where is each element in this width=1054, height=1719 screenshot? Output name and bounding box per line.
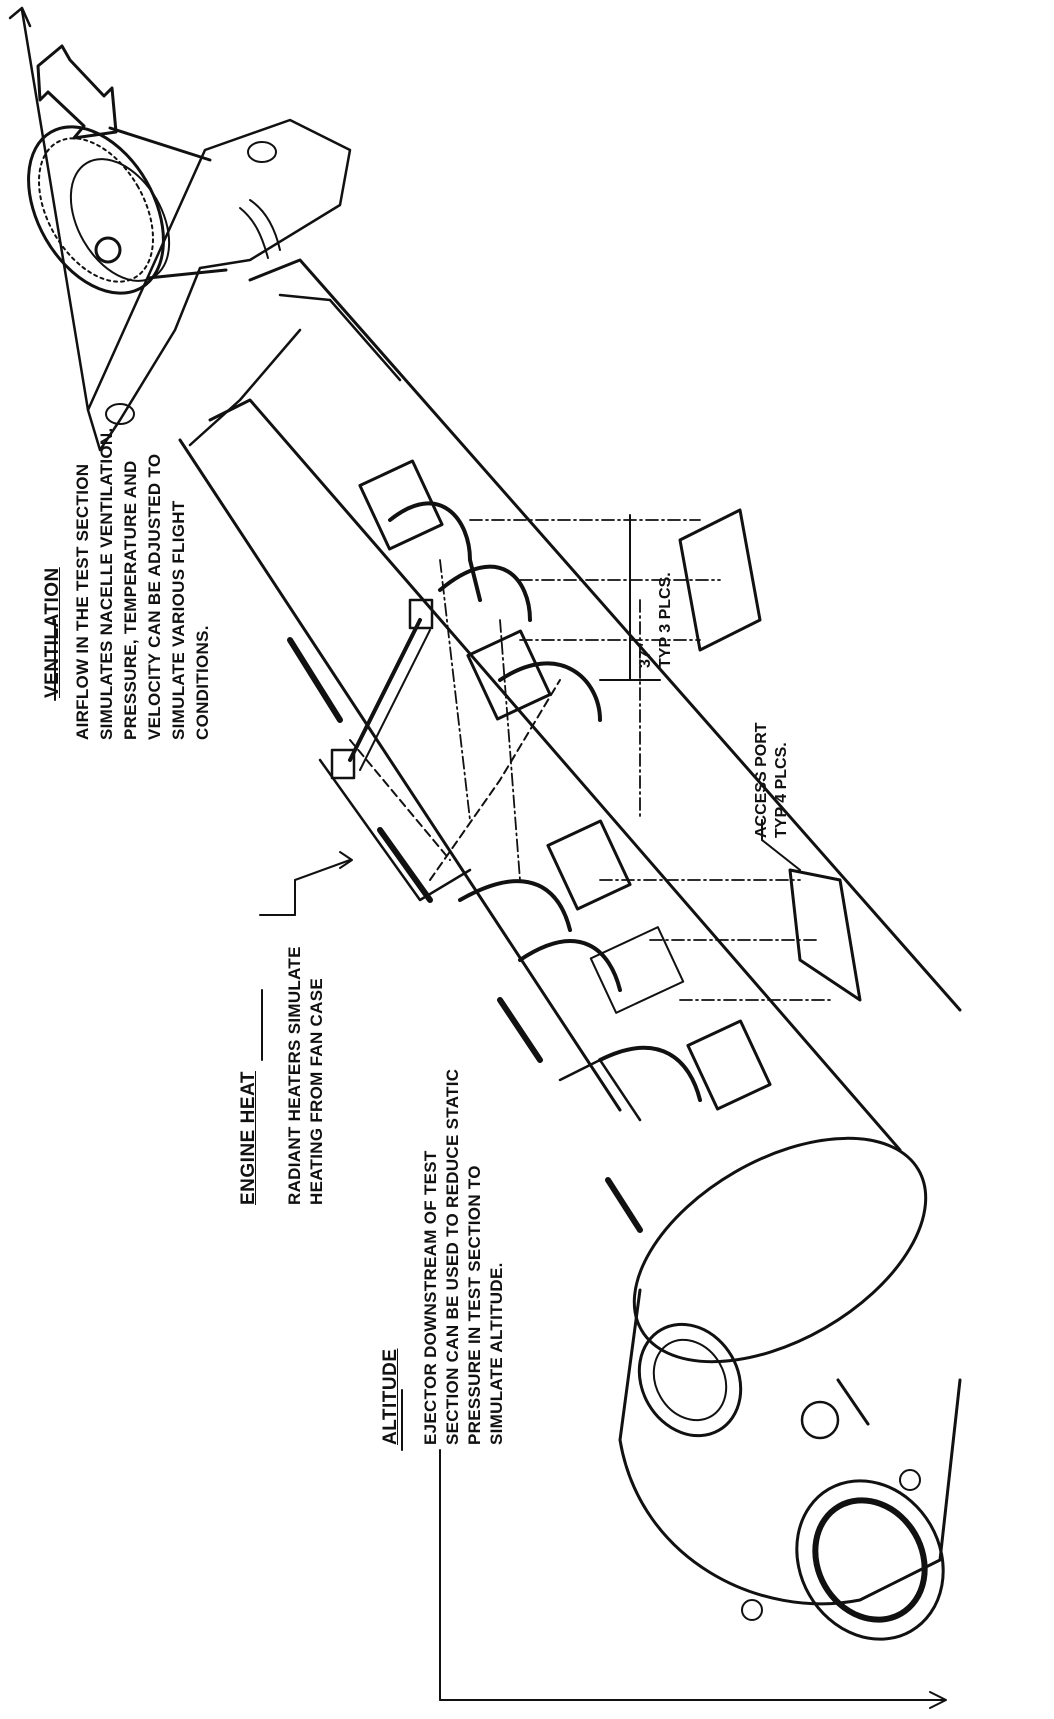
dimension-leader [599,514,661,681]
test-section-duct [178,258,962,1233]
ventilation-line-4: VELOCITY CAN BE ADJUSTED TO [145,453,164,740]
dimension-note: TYP 3 PLCS. [657,572,674,668]
engine-heat-line-2: HEATING FROM FAN CASE [307,978,326,1205]
radiant-heater-assembly [318,598,561,902]
ejector-plenum [618,1136,962,1641]
airflow-direction-line [8,6,90,412]
altitude-line-2: SECTION CAN BE USED TO REDUCE STATIC [443,1068,462,1445]
ventilation-line-2: SIMULATES NACELLE VENTILATION. [97,427,116,740]
altitude-line-1: EJECTOR DOWNSTREAM OF TEST [421,1150,440,1445]
altitude-heading: ALTITUDE [380,1348,401,1445]
ventilation-heading: VENTILATION [42,567,63,698]
engine-heat-line-1: RADIANT HEATERS SIMULATE [285,946,304,1205]
dimension-value: 37" [637,642,654,668]
inlet-bellmouth [27,118,352,452]
ventilation-line-6: CONDITIONS. [193,625,212,740]
access-port-note: TYP 4 PLCS. [773,742,790,838]
engine-heat-heading: ENGINE HEAT [238,1071,259,1205]
ventilation-line-5: SIMULATE VARIOUS FLIGHT [169,500,188,740]
access-port-leader [761,819,801,871]
ventilation-line-3: PRESSURE, TEMPERATURE AND [121,460,140,740]
access-port-label: ACCESS PORT [753,722,770,838]
inlet-arrow-icon [36,44,118,140]
engine-heat-leader [259,851,353,916]
altitude-leader [439,1449,947,1709]
projection-lines [439,519,831,1001]
ventilation-line-1: AIRFLOW IN THE TEST SECTION [73,463,92,740]
access-port-hatch [678,508,862,1002]
altitude-line-4: SIMULATE ALTITUDE. [487,1262,506,1445]
altitude-line-3: PRESSURE IN TEST SECTION TO [465,1165,484,1445]
section-rules [54,619,403,1451]
